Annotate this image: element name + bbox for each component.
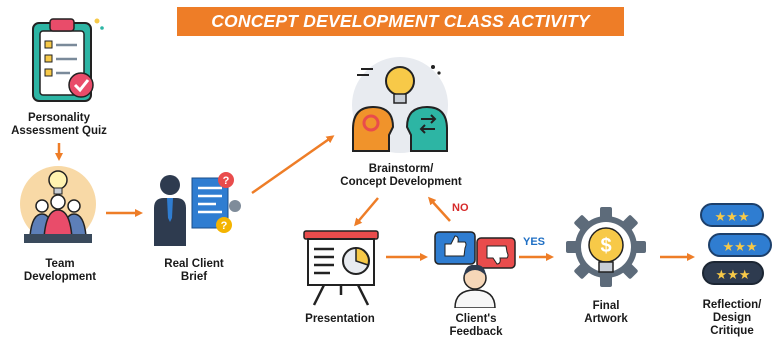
rating-bubbles-icon: ★★★ ★★★ ★★★ [697, 198, 775, 295]
step-presentation-label: Presentation [305, 313, 375, 325]
title-banner: CONCEPT DEVELOPMENT CLASS ACTIVITY [177, 7, 624, 36]
brain-heads-icon [347, 55, 452, 160]
svg-text:★★★: ★★★ [716, 268, 751, 283]
presentation-board-icon [300, 225, 382, 312]
yes-label: YES [523, 236, 546, 248]
svg-text:?: ? [223, 175, 230, 187]
step-reflection-label: Reflection/ Design Critique [702, 299, 762, 337]
businessman-document-icon: ? ? [150, 170, 246, 253]
team-lightbulb-icon [18, 160, 98, 251]
arrow-brief-to-brainstorm [251, 135, 335, 195]
step-client-brief-label: Real Client Brief [164, 258, 224, 283]
step-personality-quiz-label: Personality Assessment Quiz [11, 112, 107, 137]
svg-text:$: $ [600, 235, 611, 257]
clipboard-checklist-icon [25, 15, 105, 112]
arrow-brainstorm-to-presentation [354, 197, 379, 227]
gear-bulb-icon: $ [563, 207, 649, 300]
svg-text:★★★: ★★★ [723, 240, 758, 255]
step-brainstorm-label: Brainstorm/ Concept Development [340, 163, 462, 188]
svg-text:★★★: ★★★ [715, 210, 750, 225]
step-client-feedback-label: Client's Feedback [449, 313, 503, 338]
step-team-development-label: Team Development [23, 258, 97, 283]
thumbs-feedback-icon [431, 228, 519, 313]
step-final-artwork-label: Final Artwork [584, 300, 628, 325]
svg-text:?: ? [221, 220, 228, 232]
page-title: CONCEPT DEVELOPMENT CLASS ACTIVITY [211, 11, 590, 31]
no-label: NO [452, 202, 469, 214]
arrow-feedback-to-brainstorm [427, 196, 451, 222]
